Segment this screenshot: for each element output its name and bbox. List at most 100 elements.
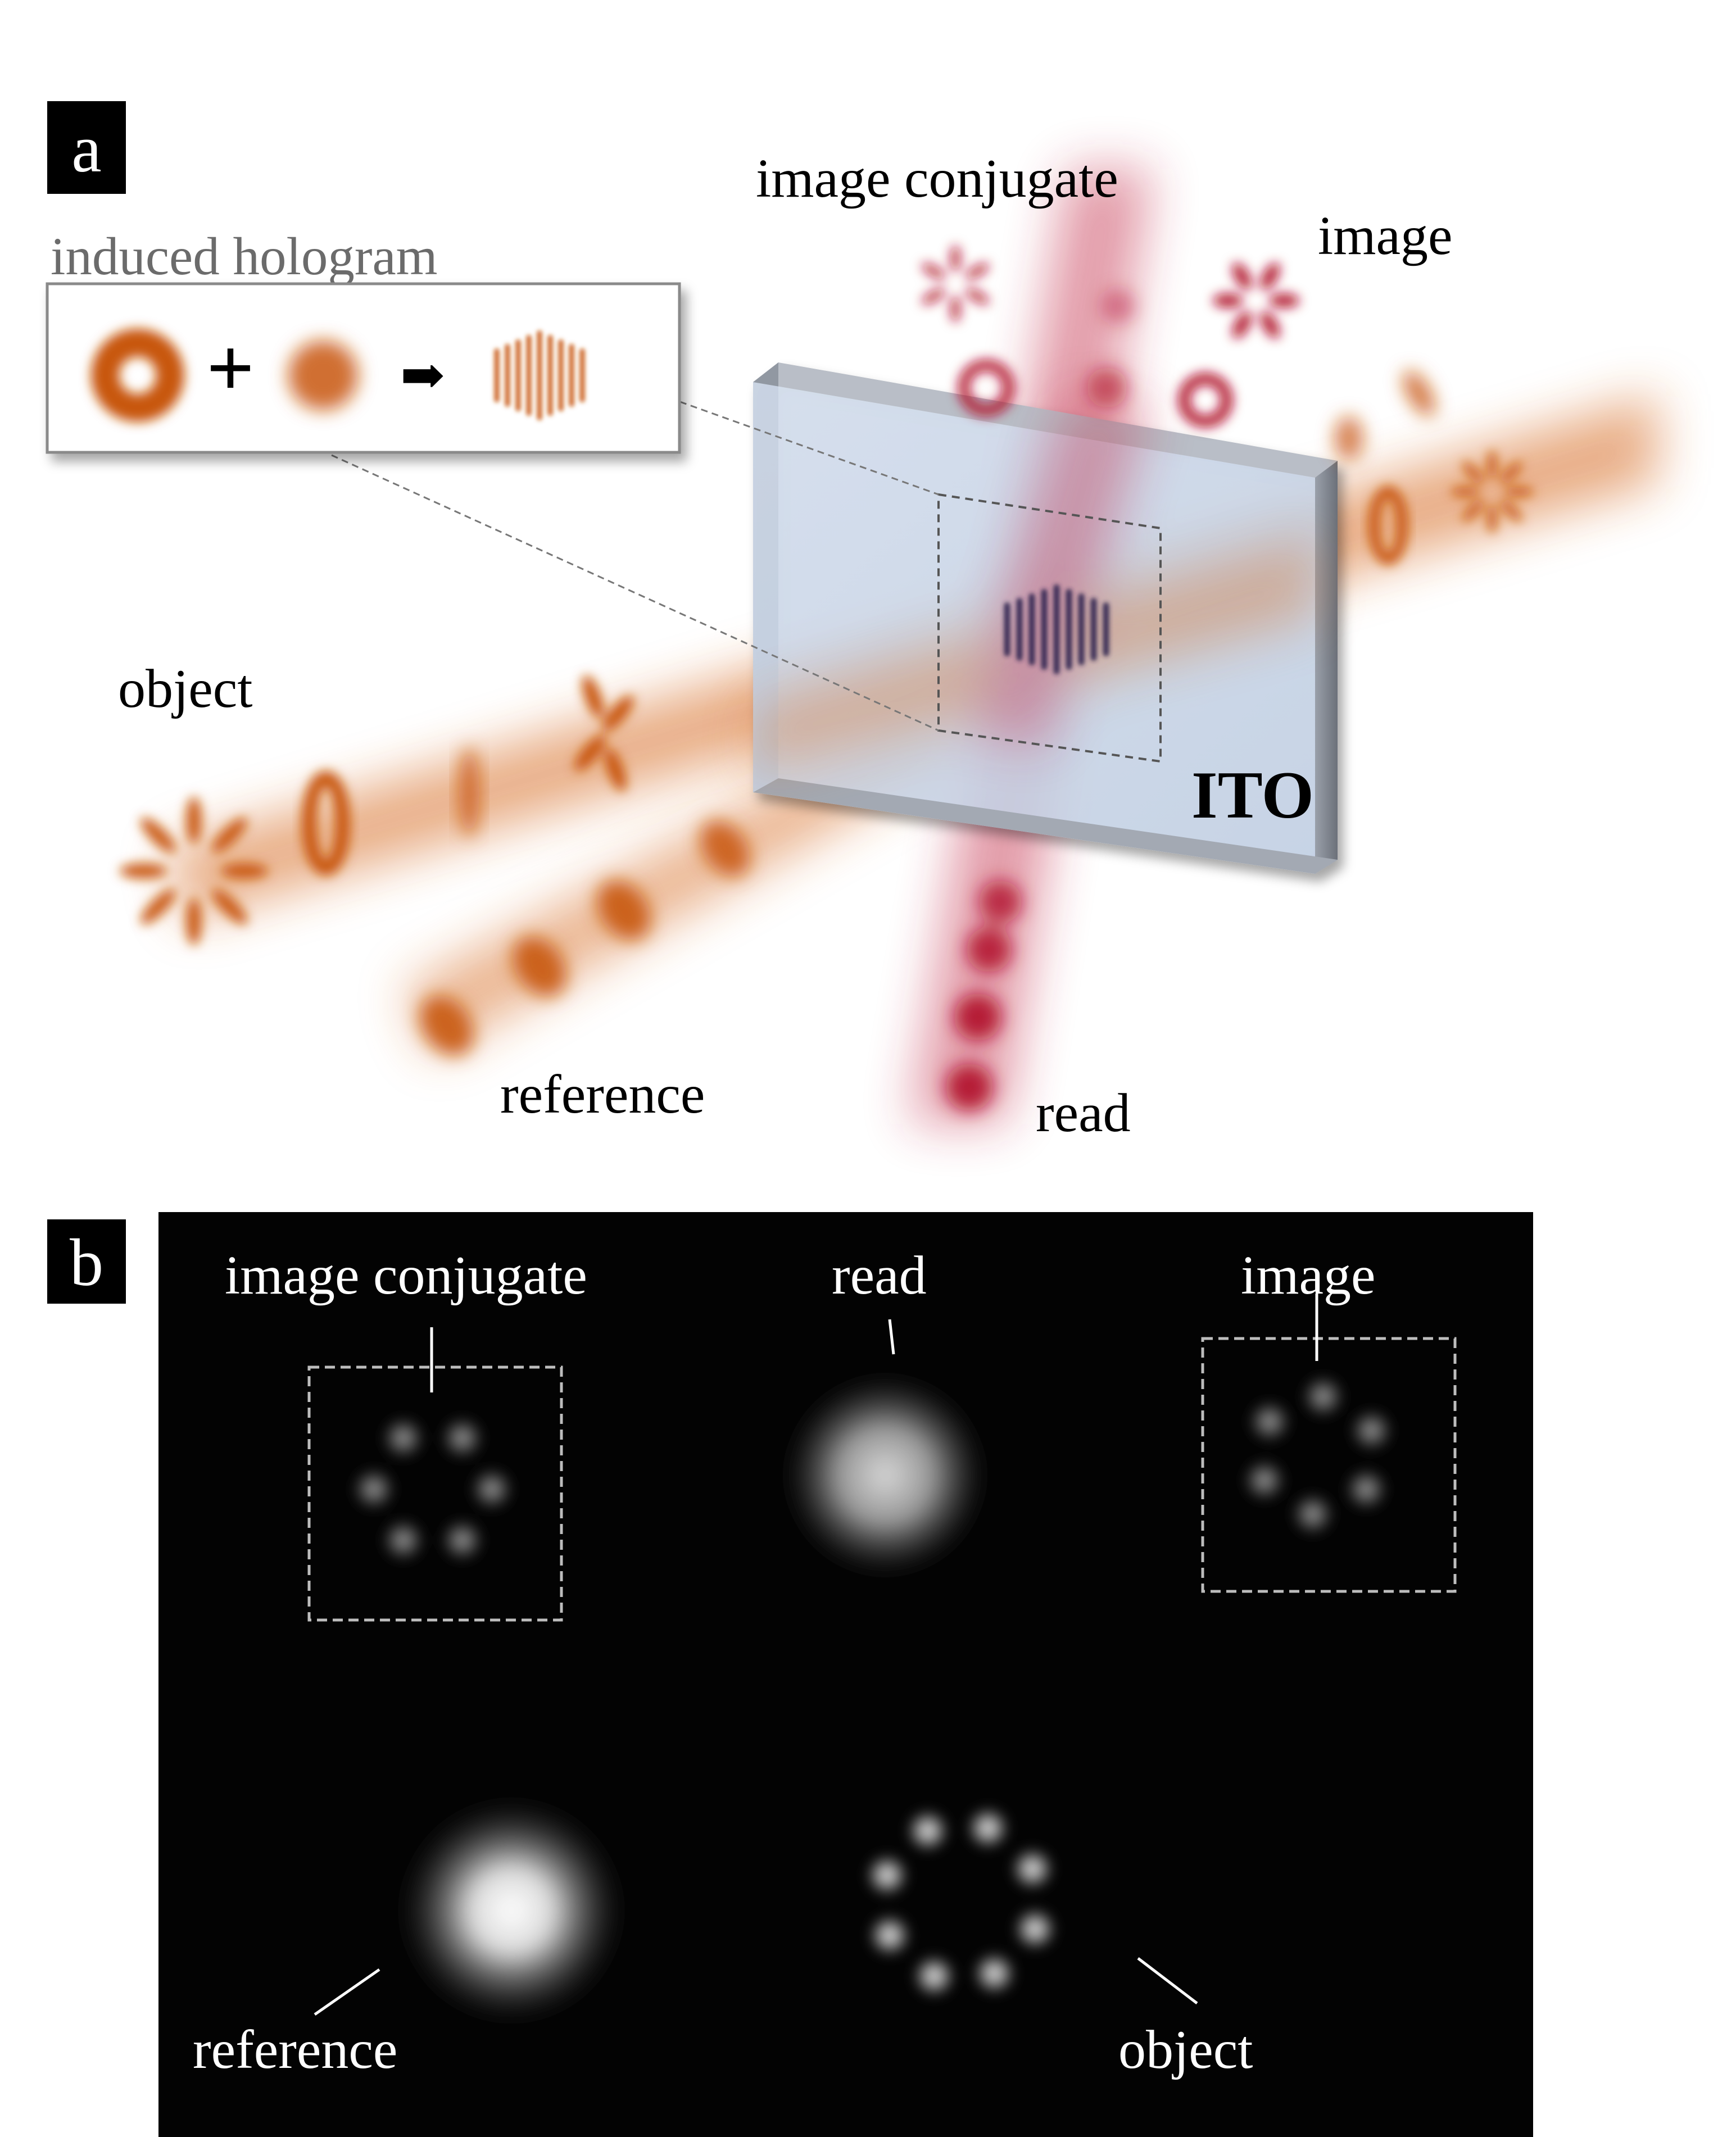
object-lobe — [221, 863, 268, 879]
conjugate-spot — [379, 1516, 427, 1564]
camera-image-conjugate — [350, 1414, 515, 1564]
object-spot — [1008, 1845, 1056, 1893]
conjugate-lobe — [965, 262, 990, 280]
conjugate-lobe — [965, 288, 990, 305]
image-box — [1201, 1337, 1457, 1593]
object-lobe — [140, 889, 176, 924]
conjugate-spot — [438, 1516, 486, 1564]
panel-b-tag: b — [70, 1225, 103, 1300]
conjugate-spot — [379, 1414, 427, 1462]
object-lobe — [186, 797, 202, 844]
label-reference-b: reference — [193, 2020, 397, 2080]
transmitted-lobe — [1487, 450, 1497, 479]
transmitted-lobe — [1500, 461, 1522, 484]
object-lobe — [140, 818, 176, 853]
object-beam-pattern — [120, 797, 268, 945]
image-spot — [1240, 1457, 1288, 1504]
object-lobe — [186, 898, 202, 945]
hologram-region-outline — [937, 493, 1162, 763]
image-lobe — [1260, 311, 1280, 339]
image-lobe — [1232, 262, 1252, 290]
pointer-object — [1137, 1957, 1198, 2004]
image-spot — [1348, 1406, 1395, 1454]
camera-image — [158, 1212, 1533, 2137]
panel-a-tag: a — [71, 111, 101, 186]
inset-connector-top — [679, 401, 939, 496]
transmitted-lobe — [1487, 504, 1497, 533]
transmitted-fringe — [1334, 370, 1435, 461]
inset-fringe — [579, 348, 585, 402]
crystal-right-edge — [1315, 461, 1338, 874]
object-beam-fringe-2 — [574, 675, 634, 791]
inset-fringe — [515, 339, 521, 411]
transmitted-lobe — [1500, 500, 1522, 522]
read-beam-blob — [781, 1371, 989, 1579]
conjugate-spot — [438, 1414, 486, 1462]
object-lobe — [212, 818, 247, 853]
panel-b-tag-box — [47, 1219, 126, 1304]
hologram-fringe — [1066, 589, 1072, 670]
camera-image-hologram — [1240, 1373, 1395, 1538]
read-beam-spots — [946, 289, 1135, 1111]
hologram-fringe — [1028, 593, 1035, 665]
inset-fringe — [569, 344, 574, 407]
inset-fringe — [558, 339, 564, 411]
inset-donut-beam — [91, 329, 184, 422]
inset-title: induced hologram — [51, 226, 438, 286]
label-image-b: image — [1241, 1245, 1375, 1306]
conjugate-spot — [468, 1465, 515, 1513]
hologram-fringe — [1078, 593, 1085, 665]
object-spot — [863, 1852, 911, 1899]
image-spot — [1343, 1465, 1390, 1513]
label-reference-a: reference — [500, 1064, 705, 1125]
inset-fringe — [494, 348, 500, 402]
object-lobe — [120, 863, 167, 879]
object-beam-fringe-1 — [459, 747, 479, 837]
crystal-label: ITO — [1191, 757, 1314, 832]
label-image-conjugate-a: image conjugate — [756, 148, 1118, 209]
object-lobe — [212, 889, 247, 924]
image-spot — [1299, 1373, 1347, 1421]
object-spot — [866, 1912, 914, 1959]
crystal-top-edge — [753, 362, 1338, 478]
object-spot — [904, 1807, 951, 1855]
inset-plus: + — [206, 321, 254, 415]
transmitted-beam-pattern — [1451, 450, 1534, 533]
inset-fringe — [505, 344, 510, 407]
inset-fringe — [537, 330, 542, 420]
crystal-bottom-edge — [753, 778, 1338, 874]
image-lobe — [1213, 293, 1243, 308]
image-pattern — [1213, 262, 1299, 339]
inset-fringe — [547, 335, 553, 416]
panel-a: a ITO — [46, 101, 1658, 1144]
transmitted-lobe — [1462, 500, 1484, 522]
reference-beam-spots — [420, 820, 750, 1056]
panel-b: b image conjugate read — [47, 1212, 1533, 2137]
image-ring — [1178, 373, 1233, 428]
label-image-conjugate-b: image conjugate — [225, 1245, 587, 1306]
hologram-fringe — [1016, 598, 1023, 661]
transmitted-lobe — [1462, 461, 1484, 484]
label-object-a: object — [118, 659, 252, 719]
conjugate-ring — [958, 359, 1015, 416]
image-spot — [1289, 1490, 1336, 1538]
object-spot — [971, 1949, 1018, 1997]
inset-gaussian-beam — [288, 341, 358, 410]
image-spot — [1246, 1398, 1293, 1445]
hologram-fringe — [1041, 589, 1048, 670]
inset-hologram-fringes — [494, 330, 585, 420]
hologram-fringe — [1103, 602, 1109, 656]
pointer-reference — [314, 1968, 380, 2016]
conjugate-spot — [350, 1465, 397, 1513]
panel-a-tag-box — [47, 101, 126, 194]
image-conjugate-box — [307, 1365, 563, 1622]
conjugate-lobe — [921, 262, 946, 280]
conjugate-lobe — [921, 288, 946, 305]
inset-connector-bottom — [331, 454, 939, 732]
camera-object — [863, 1804, 1059, 2000]
label-read-a: read — [1036, 1083, 1131, 1144]
hologram-fringe — [1053, 584, 1060, 674]
conjugate-lobe — [950, 296, 961, 323]
image-lobe — [1260, 262, 1280, 290]
